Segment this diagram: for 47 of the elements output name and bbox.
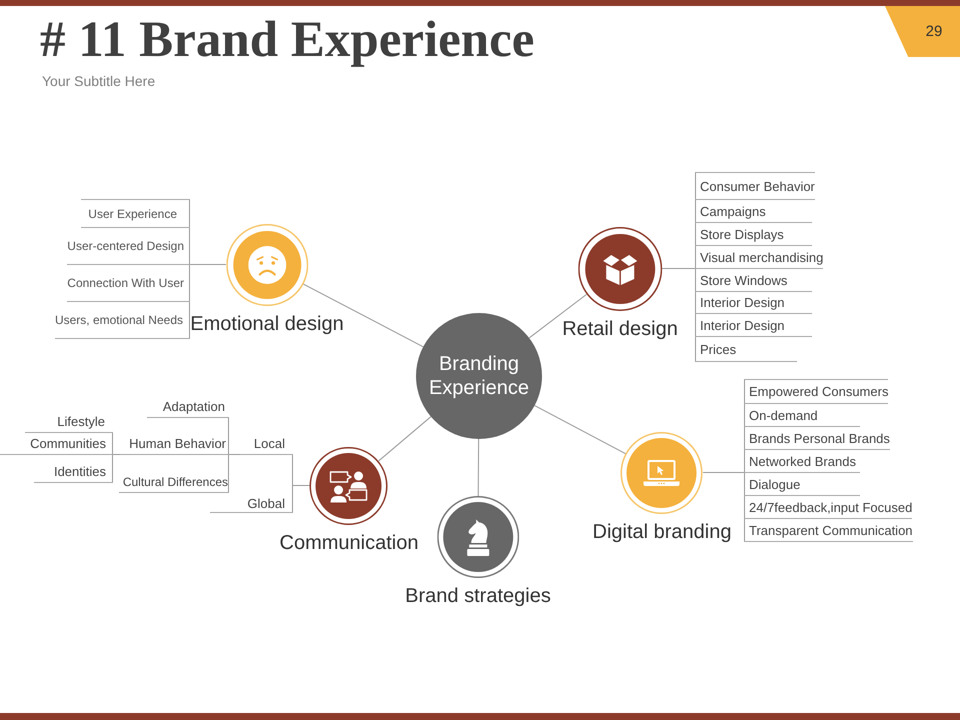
- connector-line: [478, 438, 480, 496]
- topic-label: Brand strategies: [405, 585, 551, 608]
- branch-label: Human Behavior: [120, 433, 229, 455]
- branch-label: Store Displays: [695, 223, 812, 246]
- branch-label: Local: [240, 433, 293, 455]
- branch-label: User-centered Design: [67, 228, 190, 265]
- branch-label: On-demand: [744, 404, 860, 427]
- connector-line: [534, 405, 626, 454]
- hub-label: Branding Experience: [428, 352, 530, 400]
- topic-label: Communication: [280, 532, 418, 555]
- branch-label: Global: [210, 495, 293, 513]
- branch-label: Connection With User: [67, 265, 190, 302]
- branch-label: Users, emotional Needs: [54, 302, 190, 339]
- branch-label: Lifestyle: [25, 411, 113, 433]
- connector-line: [378, 416, 432, 462]
- branch-label: Store Windows: [695, 269, 812, 292]
- branch-label: Identities: [34, 461, 113, 483]
- branch-label: Prices: [695, 337, 797, 362]
- branch-label: Empowered Consumers: [744, 379, 888, 404]
- branch-label: Adaptation: [147, 396, 229, 418]
- connector-line: [112, 432, 120, 483]
- topic-label: Retail design: [562, 318, 678, 341]
- branch-label: Networked Brands: [744, 450, 860, 473]
- branch-label: Visual merchandising: [695, 246, 824, 269]
- branch-label: Interior Design: [695, 314, 812, 337]
- connector-line: [302, 284, 424, 348]
- connector-line: [662, 172, 696, 362]
- branch-label: Dialogue: [744, 473, 860, 496]
- branch-label: Consumer Behavior: [695, 172, 815, 200]
- connector-line: [528, 294, 588, 338]
- topic-label: Emotional design: [190, 313, 344, 336]
- page-number: 29: [926, 23, 942, 41]
- connector-line: [189, 199, 226, 339]
- branch-label: User Experience: [81, 199, 190, 228]
- branch-label: Brands Personal Brands: [744, 427, 890, 450]
- connector-line: [702, 379, 745, 542]
- topic-label: Digital branding: [592, 521, 732, 544]
- connector-line: [292, 454, 310, 513]
- branch-label: Transparent Communication: [744, 519, 913, 542]
- branch-label: Communities: [0, 433, 113, 455]
- connector-line: [228, 417, 240, 493]
- branch-label: Interior Design: [695, 292, 812, 314]
- branch-label: 24/7feedback,input Focused: [744, 496, 912, 519]
- slide-subtitle: Your Subtitle Here: [42, 73, 156, 89]
- branch-label: Campaigns: [695, 200, 812, 223]
- slide-title: # 11 Brand Experience: [40, 12, 534, 68]
- branch-label: Cultural Differences: [119, 471, 229, 493]
